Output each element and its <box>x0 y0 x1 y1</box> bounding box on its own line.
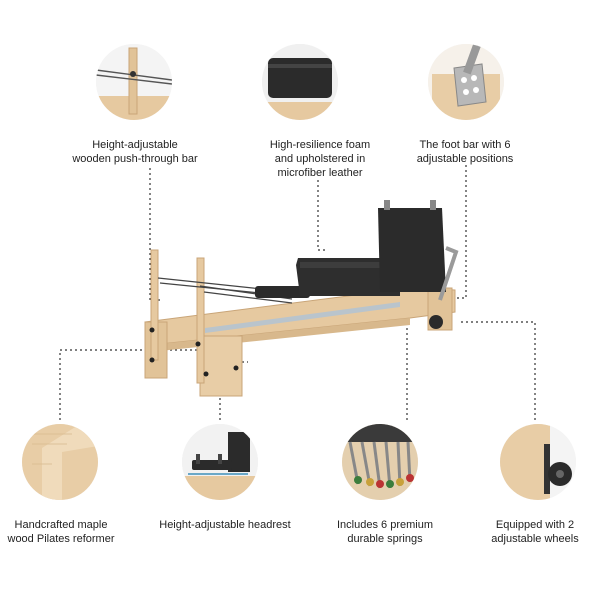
push-through-bar-closeup <box>96 44 172 120</box>
headrest-closeup <box>182 424 258 500</box>
springs-label: Includes 6 premium durable springs <box>337 519 433 545</box>
wheels-label: Equipped with 2 adjustable wheels <box>491 519 579 545</box>
maple-wood-corner-closeup <box>22 424 98 500</box>
springs-closeup <box>342 424 418 500</box>
foot-bar-label: The foot bar with 6 adjustable positions <box>416 139 514 165</box>
wheel-closeup <box>500 424 576 500</box>
push-through-bar-label: Height-adjustable wooden push-through ba… <box>72 139 198 165</box>
foam-label: High-resilience foam and upholstered in … <box>269 139 371 179</box>
maple-label: Handcrafted maple wood Pilates reformer <box>7 519 115 545</box>
headrest-label: Height-adjustable headrest <box>159 519 291 531</box>
upholstered-box-closeup <box>262 44 338 120</box>
foot-bar-bracket-closeup <box>428 44 504 120</box>
